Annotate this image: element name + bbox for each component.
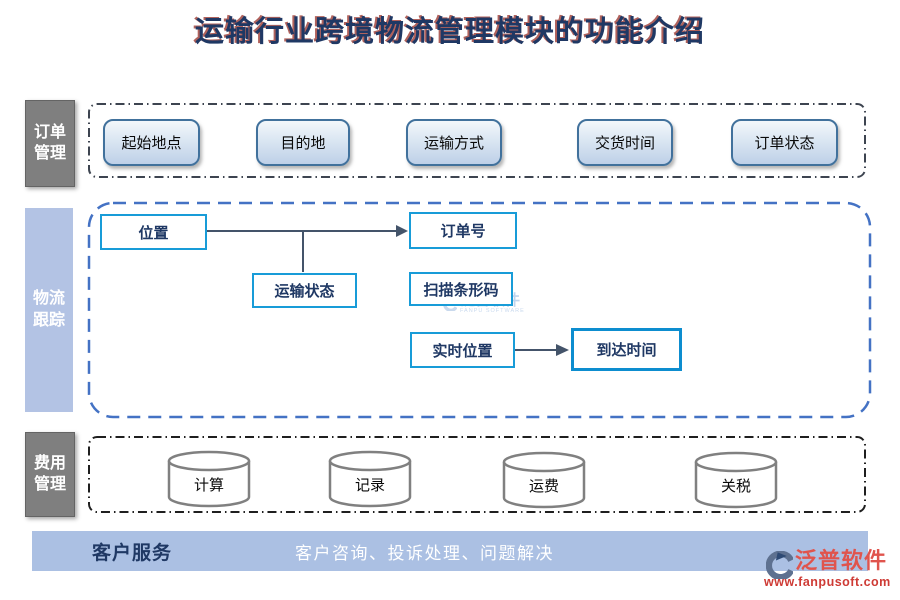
node-realtime-location: 实时位置 [410,332,515,368]
section-label-fee-management: 费用 管理 [25,432,75,517]
cylinder-label: 关税 [720,478,751,495]
section-label-logistics-tracking: 物流 跟踪 [25,208,73,412]
order-item-start-location: 起始地点 [103,119,200,166]
cylinder-calculation: 计算 [167,450,251,508]
order-item-destination: 目的地 [256,119,350,166]
order-item-order-status: 订单状态 [731,119,838,166]
cylinder-label: 计算 [193,477,224,494]
node-transport-status: 运输状态 [252,273,357,308]
arrowhead-arrival-time [556,344,569,356]
customer-service-bar: 客户服务 客户咨询、投诉处理、问题解决 [32,531,868,571]
cylinder-label: 运费 [528,478,559,495]
node-arrival-time: 到达时间 [571,328,682,371]
node-scan-barcode: 扫描条形码 [409,272,513,306]
label-line: 跟踪 [32,311,65,329]
cylinder-customs-duty: 关税 [694,451,778,509]
label-line: 订单 [33,123,66,141]
brand-logo: 泛普软件 [766,548,888,579]
node-order-number: 订单号 [409,212,517,249]
label-line: 管理 [33,145,66,162]
section-label-order-management: 订单 管理 [25,100,75,187]
logo-website-text: www.fanpusoft.com [764,575,891,589]
cylinder-label: 记录 [354,477,385,494]
label-line: 管理 [33,476,66,493]
logo-brand-text: 泛普软件 [795,548,888,573]
order-item-delivery-time: 交货时间 [577,119,673,166]
arrowhead-order-number [396,225,408,237]
logo-swirl-icon [766,551,793,579]
label-line: 费用 [33,454,66,472]
watermark-subtext: FANPU SOFTWARE [460,308,525,314]
customer-service-items: 客户咨询、投诉处理、问题解决 [295,543,554,563]
order-item-transport-mode: 运输方式 [406,119,502,166]
page-title: 运输行业跨境物流管理模块的功能介绍 [194,16,705,48]
cylinder-freight: 运费 [502,451,586,509]
cylinder-record: 记录 [328,450,412,508]
customer-service-label: 客户服务 [92,542,173,564]
node-location: 位置 [100,214,207,250]
label-line: 物流 [32,290,65,308]
